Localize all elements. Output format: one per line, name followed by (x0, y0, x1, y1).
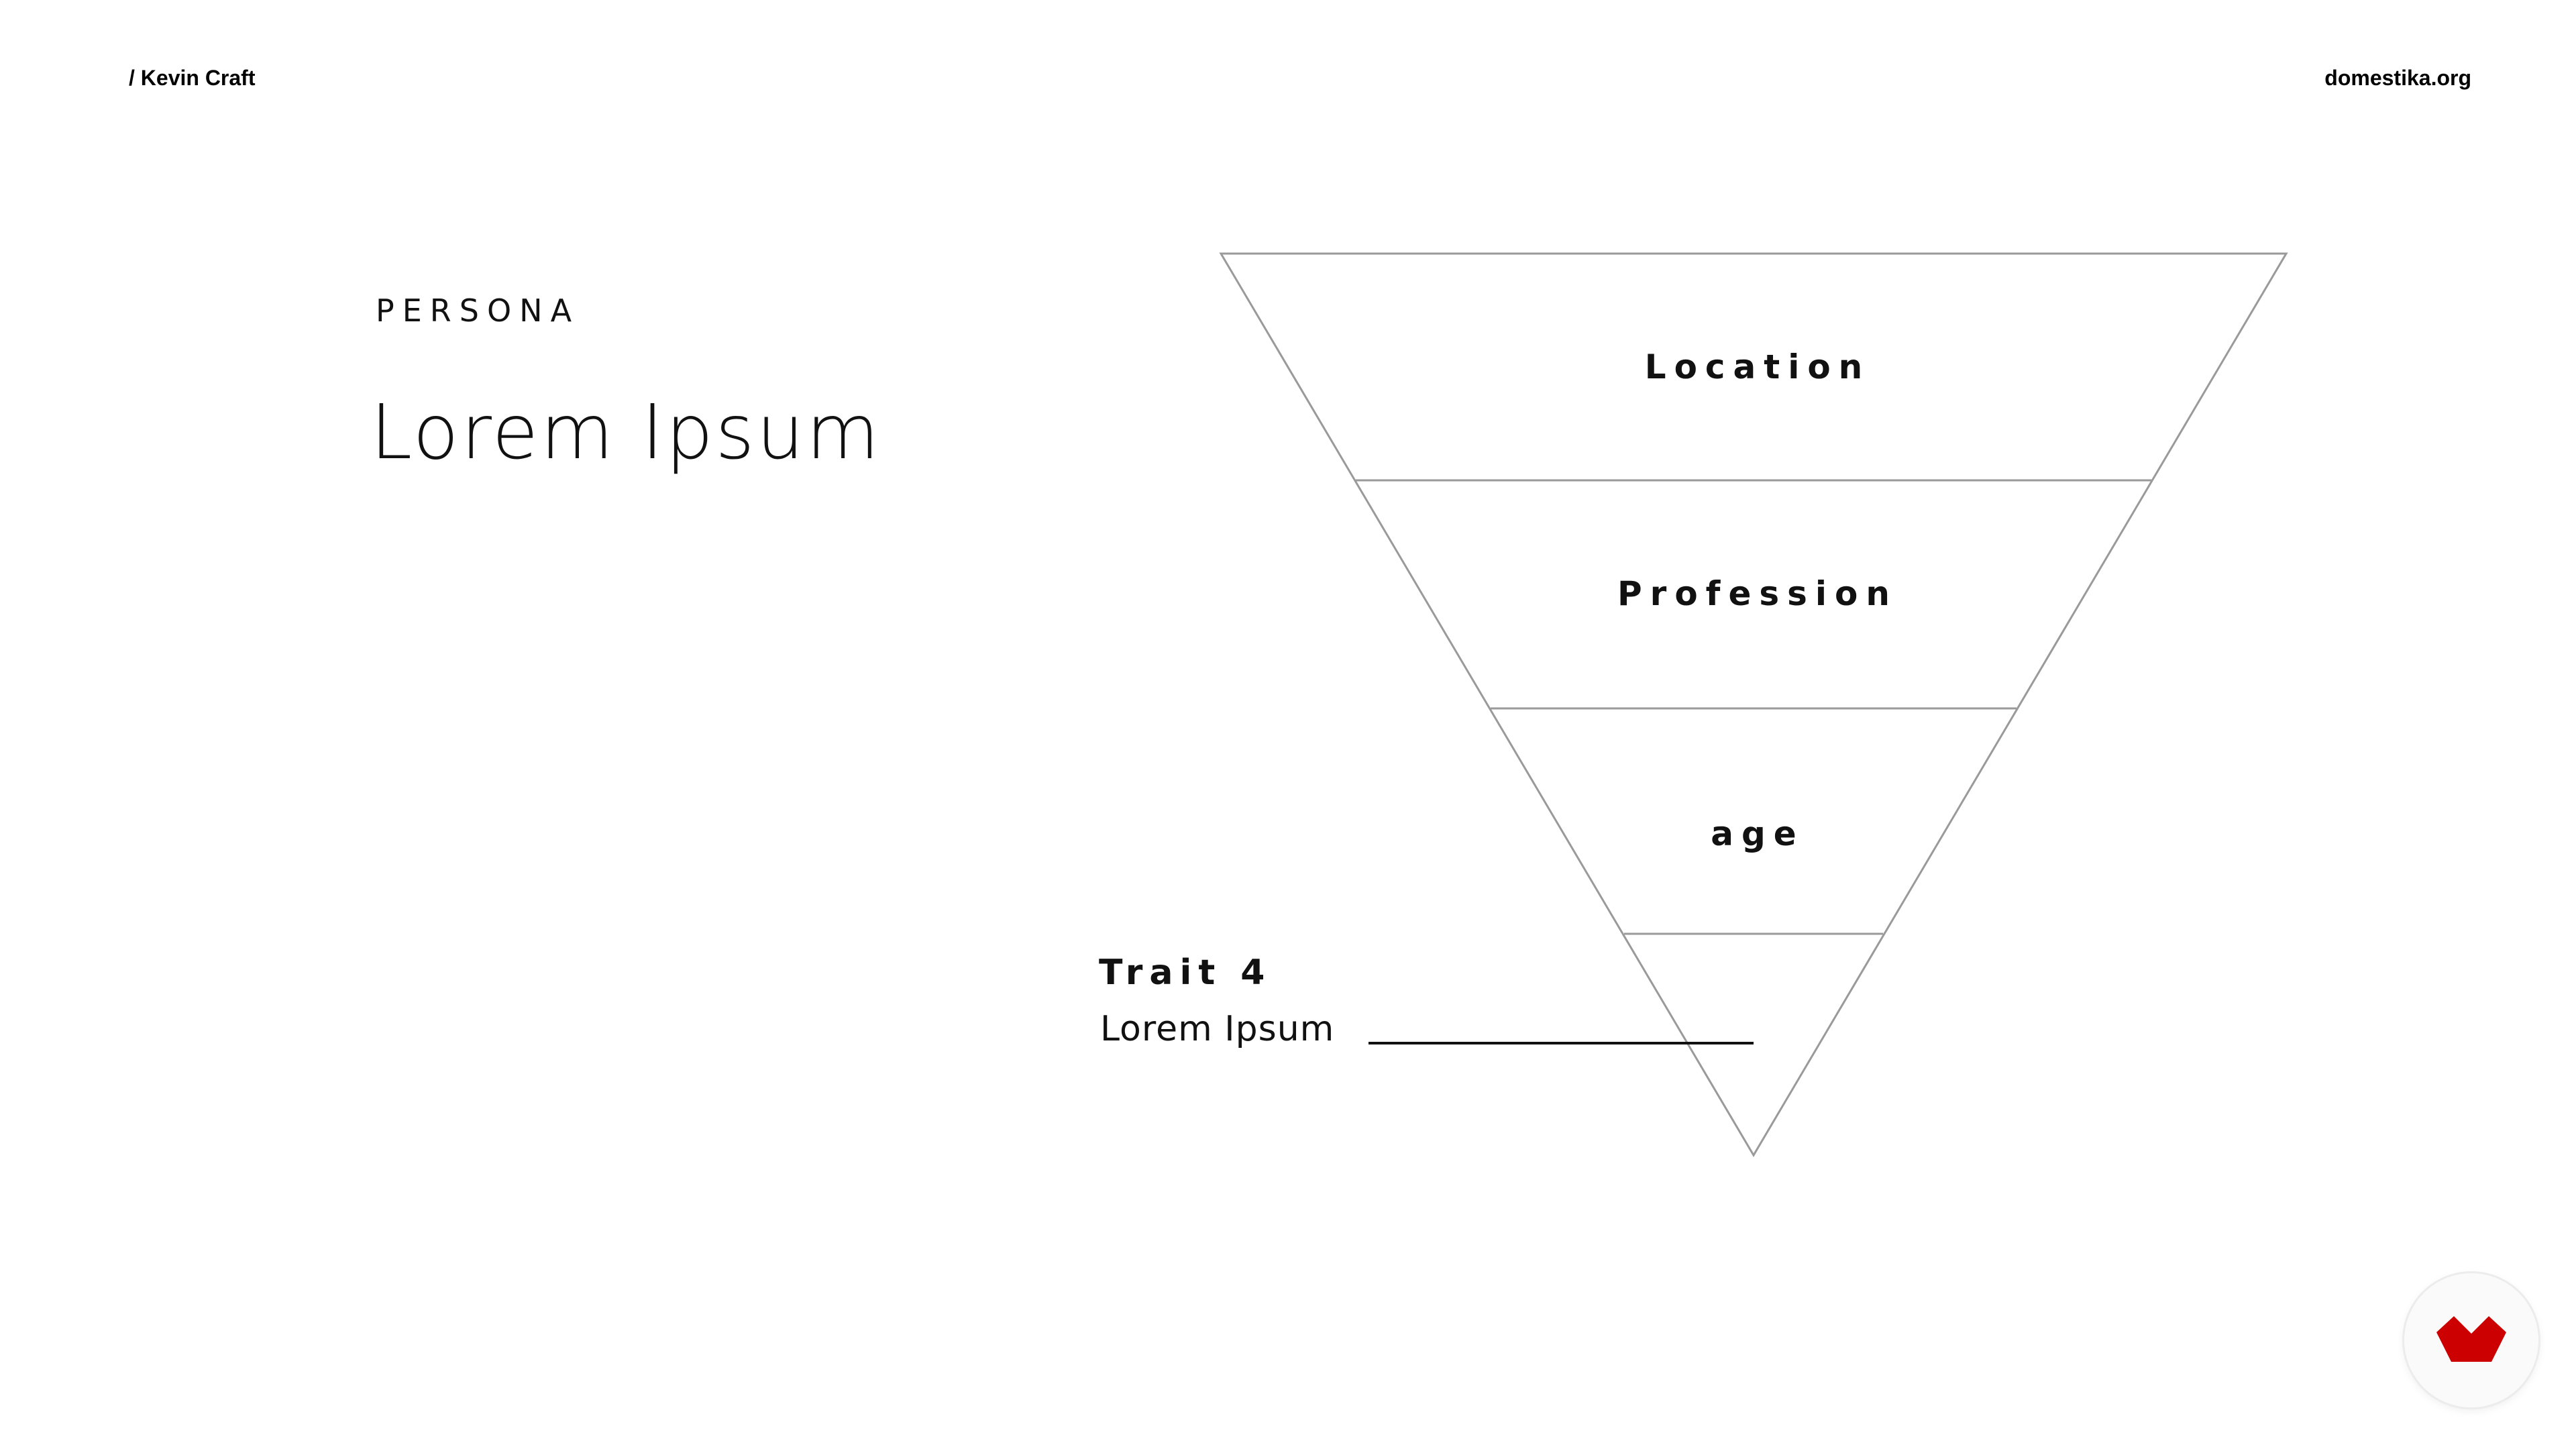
funnel-layer-location: Location (1645, 347, 1871, 386)
section-label: PERSONA (376, 292, 580, 329)
persona-name: Lorem Ipsum (370, 389, 881, 476)
trait-value: Lorem Ipsum (1100, 1009, 1335, 1049)
author-credit: / Kevin Craft (129, 66, 256, 90)
trait-title: Trait 4 (1099, 953, 1272, 993)
domestika-logo-badge[interactable] (2404, 1273, 2538, 1407)
funnel-layer-age: age (1711, 814, 1804, 853)
funnel-layer-profession: Profession (1617, 574, 1898, 613)
funnel-outline (1219, 252, 2288, 1157)
site-url: domestika.org (2324, 66, 2471, 90)
domestika-logo-icon (2436, 1316, 2506, 1362)
